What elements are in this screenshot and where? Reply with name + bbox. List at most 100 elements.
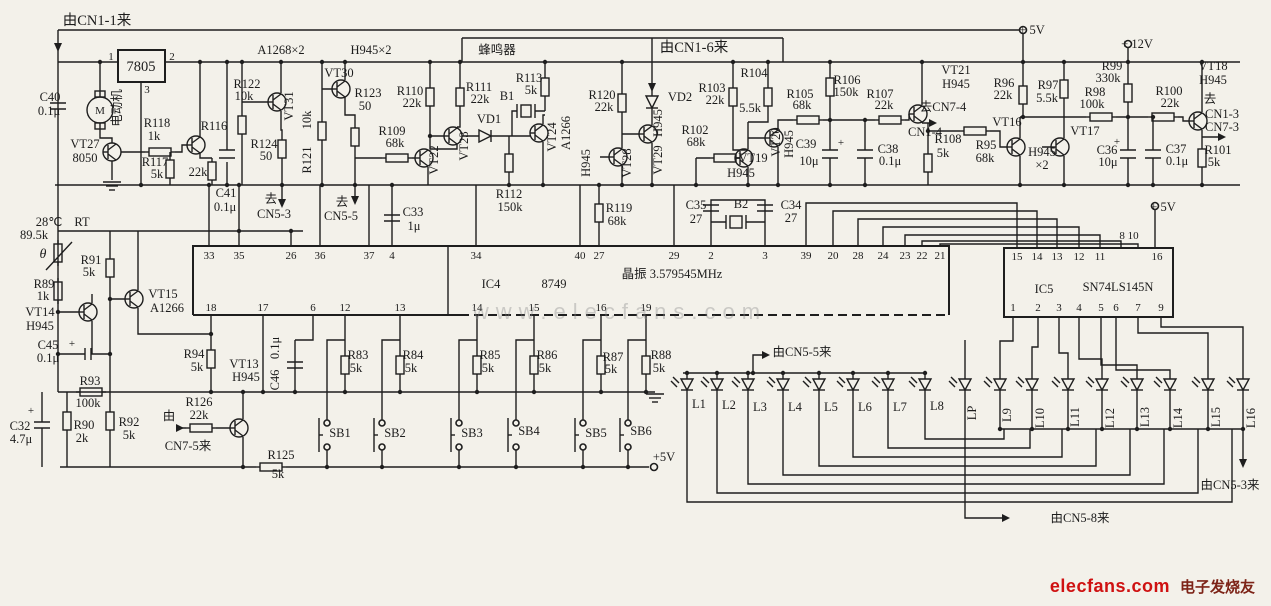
- label-39: 39: [801, 250, 813, 262]
- label-H945: H945: [26, 319, 54, 333]
- label-0.1μ: 0.1μ: [38, 104, 61, 118]
- junction-dot: [224, 182, 230, 188]
- label-: θ: [40, 247, 47, 262]
- junction-dot: [427, 133, 433, 139]
- resistor-R110-symbol: [425, 83, 435, 111]
- label-: 由: [163, 409, 176, 423]
- junction-dot: [765, 59, 771, 65]
- label-L10: L10: [1033, 408, 1047, 428]
- led-L5-symbol: [802, 372, 826, 402]
- label-R113: R113: [516, 71, 543, 85]
- label-CN7-3: CN7-3: [1205, 120, 1239, 134]
- label-5k: 5k: [605, 362, 618, 376]
- crystal-B2-symbol: [729, 215, 743, 229]
- led-L8-symbol: [908, 372, 932, 402]
- junction-dot: [379, 464, 385, 470]
- label-C38: C38: [878, 142, 899, 156]
- label-R118: R118: [144, 116, 171, 130]
- junction-dot: [1150, 114, 1156, 120]
- wires-top-left: [99, 62, 356, 202]
- label-0.1μ: 0.1μ: [879, 154, 902, 168]
- resistor-R88-symbol: [641, 351, 651, 379]
- terminal-5v-top: [1018, 25, 1028, 35]
- junction-dot: [693, 182, 699, 188]
- transistor-VT13-symbol: [229, 418, 249, 438]
- label-H945: H945: [651, 109, 665, 137]
- label-100k: 100k: [1080, 97, 1106, 111]
- led-L4-symbol: [766, 372, 790, 402]
- diode-symbols: [478, 95, 660, 144]
- junction-dot: [389, 182, 395, 188]
- label-L11: L11: [1068, 407, 1082, 427]
- junction-dot: [649, 182, 655, 188]
- junction-dot: [1199, 182, 1205, 188]
- junction-dot: [197, 59, 203, 65]
- junction-dot: [625, 464, 631, 470]
- label-CN1-6: 由CN1-6来: [660, 39, 729, 56]
- label-28℃: 28℃: [36, 215, 63, 229]
- label-12: 12: [1074, 251, 1085, 263]
- label-7: 7: [1135, 302, 1141, 314]
- label-5k: 5k: [653, 361, 666, 375]
- label-L13: L13: [1138, 407, 1152, 427]
- label-C37: C37: [1166, 142, 1187, 156]
- label-21: 21: [935, 250, 946, 262]
- junction-dot: [1125, 182, 1131, 188]
- label-+: +: [28, 405, 34, 417]
- label-CN5-5: 由CN5-5来: [772, 345, 832, 359]
- label-R102: R102: [681, 123, 708, 137]
- brand-logo[interactable]: elecfans.com: [1049, 576, 1170, 596]
- junction-dot: [827, 182, 833, 188]
- resistor-R122-symbol: [237, 111, 247, 139]
- label-+5V: + 5V: [1150, 200, 1175, 214]
- label-150k: 150k: [498, 200, 524, 214]
- label-27: 27: [594, 250, 606, 262]
- led-LP-symbol: [948, 372, 972, 402]
- label-22k: 22k: [1161, 96, 1181, 110]
- junction-dot: [457, 59, 463, 65]
- label-22k: 22k: [875, 98, 895, 112]
- junction-dot: [288, 228, 294, 234]
- label-www.elecfans.com: www.elecfans.com: [472, 299, 767, 324]
- label-R119: R119: [606, 201, 633, 215]
- label-VT13: VT13: [229, 357, 258, 371]
- label-17: 17: [258, 302, 270, 314]
- label-VT30: VT30: [324, 66, 353, 80]
- label-1μ: 1μ: [408, 219, 421, 233]
- label-VT21: VT21: [941, 63, 970, 77]
- label-68k: 68k: [608, 214, 628, 228]
- label-L8: L8: [930, 399, 944, 413]
- led-L7-symbol: [871, 372, 895, 402]
- label-B1: B1: [500, 89, 515, 103]
- label-C45: C45: [38, 338, 59, 352]
- label-3: 3: [762, 250, 768, 262]
- label-4: 4: [389, 250, 395, 262]
- resistor-R105-symbol: [792, 115, 824, 125]
- label-H945: H945: [942, 77, 970, 91]
- ground-icon: [645, 393, 665, 403]
- led-L15-symbol: [1191, 372, 1215, 402]
- transistor-VT27-symbol: [102, 142, 122, 162]
- junction-dot: [619, 59, 625, 65]
- label-SB5: SB5: [585, 426, 607, 440]
- label-VT22: VT22: [427, 145, 441, 174]
- resistor-R108-symbol: [923, 149, 933, 177]
- resistor-R126-symbol: [185, 423, 217, 433]
- label-0.1μ: 0.1μ: [214, 200, 237, 214]
- label-13: 13: [395, 302, 407, 314]
- resistor-R116-symbol: [207, 157, 217, 185]
- label-5k: 5k: [539, 361, 552, 375]
- label-1: 1: [108, 51, 114, 63]
- label-330k: 330k: [1096, 71, 1122, 85]
- label-26: 26: [286, 250, 298, 262]
- label-10μ: 10μ: [799, 154, 819, 168]
- resistor-R120-symbol: [617, 89, 627, 117]
- junction-dot: [862, 117, 868, 123]
- label-R124: R124: [250, 137, 278, 151]
- terminal-5v-mid: [1150, 201, 1160, 211]
- junction-dot: [531, 389, 537, 395]
- label-VT20: VT20: [769, 127, 783, 156]
- led-L11-symbol: [1051, 372, 1075, 402]
- led-L9-symbol: [983, 372, 1007, 402]
- resistor-R123-symbol: [350, 123, 360, 151]
